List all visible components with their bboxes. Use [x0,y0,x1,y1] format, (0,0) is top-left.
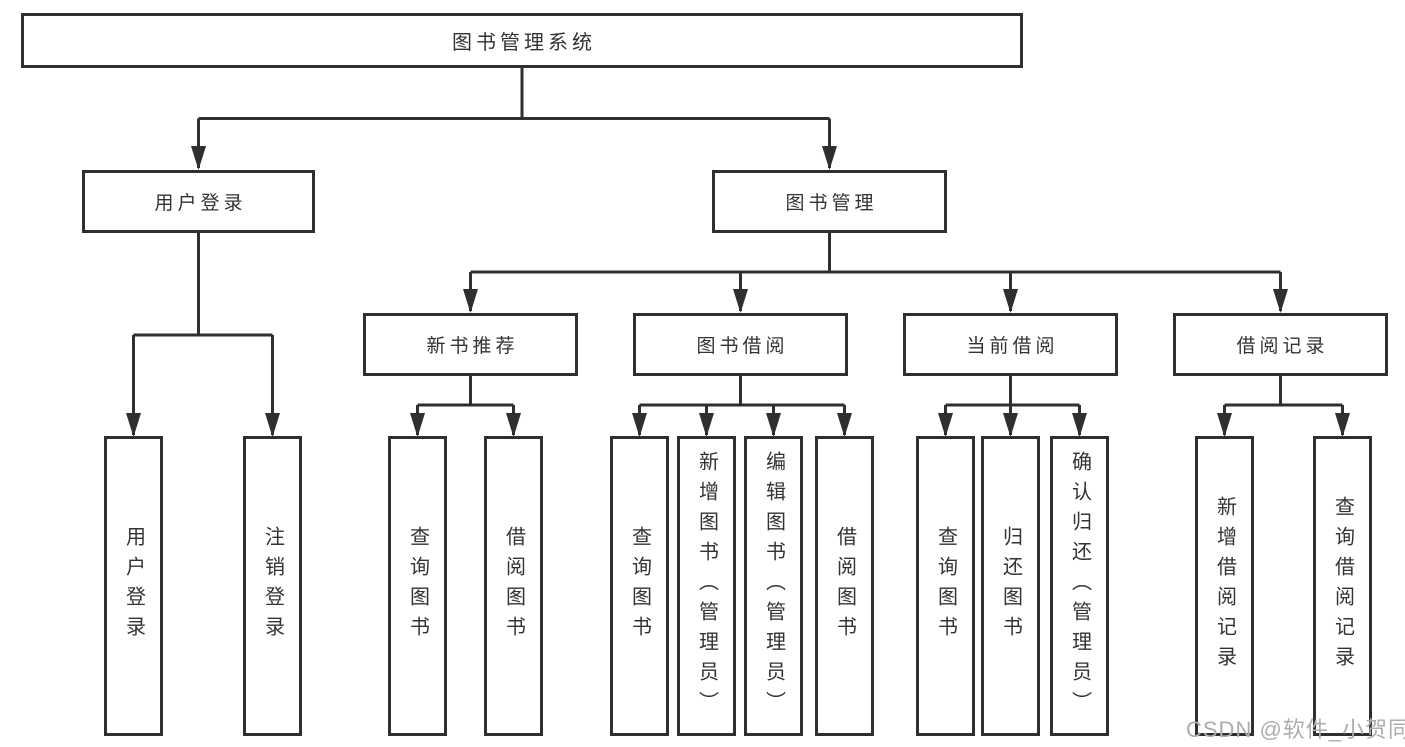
leaf-label: 借阅图书 [502,526,525,646]
leaf-records-query-borrow-record: 查询借阅记录 [1313,436,1372,736]
node-user-login: 用户登录 [82,170,315,233]
leaf-logout: 注销登录 [243,436,302,736]
leaf-label: 编辑图书（管理员） [762,451,785,721]
leaf-borrow-add-books-admin: 新增图书（管理员） [677,436,736,736]
leaf-label: 查询借阅记录 [1331,496,1354,676]
leaf-borrow-query-books: 查询图书 [610,436,669,736]
leaf-label: 新增借阅记录 [1213,496,1236,676]
node-book-management: 图书管理 [712,170,947,233]
node-new-book-recommendation: 新书推荐 [363,313,578,376]
leaf-label: 查询图书 [934,526,957,646]
leaf-label: 归还图书 [999,526,1022,646]
node-current-borrowing: 当前借阅 [903,313,1118,376]
leaf-label: 用户登录 [122,526,145,646]
leaf-label: 查询图书 [628,526,651,646]
leaf-user-login: 用户登录 [104,436,163,736]
leaf-label: 新增图书（管理员） [695,451,718,721]
leaf-current-confirm-return-admin: 确认归还（管理员） [1050,436,1109,736]
leaf-label: 注销登录 [261,526,284,646]
leaf-newbook-query-books: 查询图书 [388,436,447,736]
node-book-borrowing: 图书借阅 [633,313,848,376]
arrowheads [126,146,1350,437]
leaf-current-query-books: 查询图书 [916,436,975,736]
leaf-label: 查询图书 [406,526,429,646]
csdn-watermark: CSDN @软件_小贺同学 [1186,717,1405,742]
leaf-label: 确认归还（管理员） [1068,451,1091,721]
leaf-borrow-edit-books-admin: 编辑图书（管理员） [744,436,803,736]
leaf-borrow-borrow-books: 借阅图书 [815,436,874,736]
leaf-records-add-borrow-record: 新增借阅记录 [1195,436,1254,736]
node-root-library-management-system: 图书管理系统 [21,13,1023,68]
node-borrowing-records: 借阅记录 [1173,313,1388,376]
leaf-current-return-books: 归还图书 [981,436,1040,736]
leaf-label: 借阅图书 [833,526,856,646]
leaf-newbook-borrow-books: 借阅图书 [484,436,543,736]
